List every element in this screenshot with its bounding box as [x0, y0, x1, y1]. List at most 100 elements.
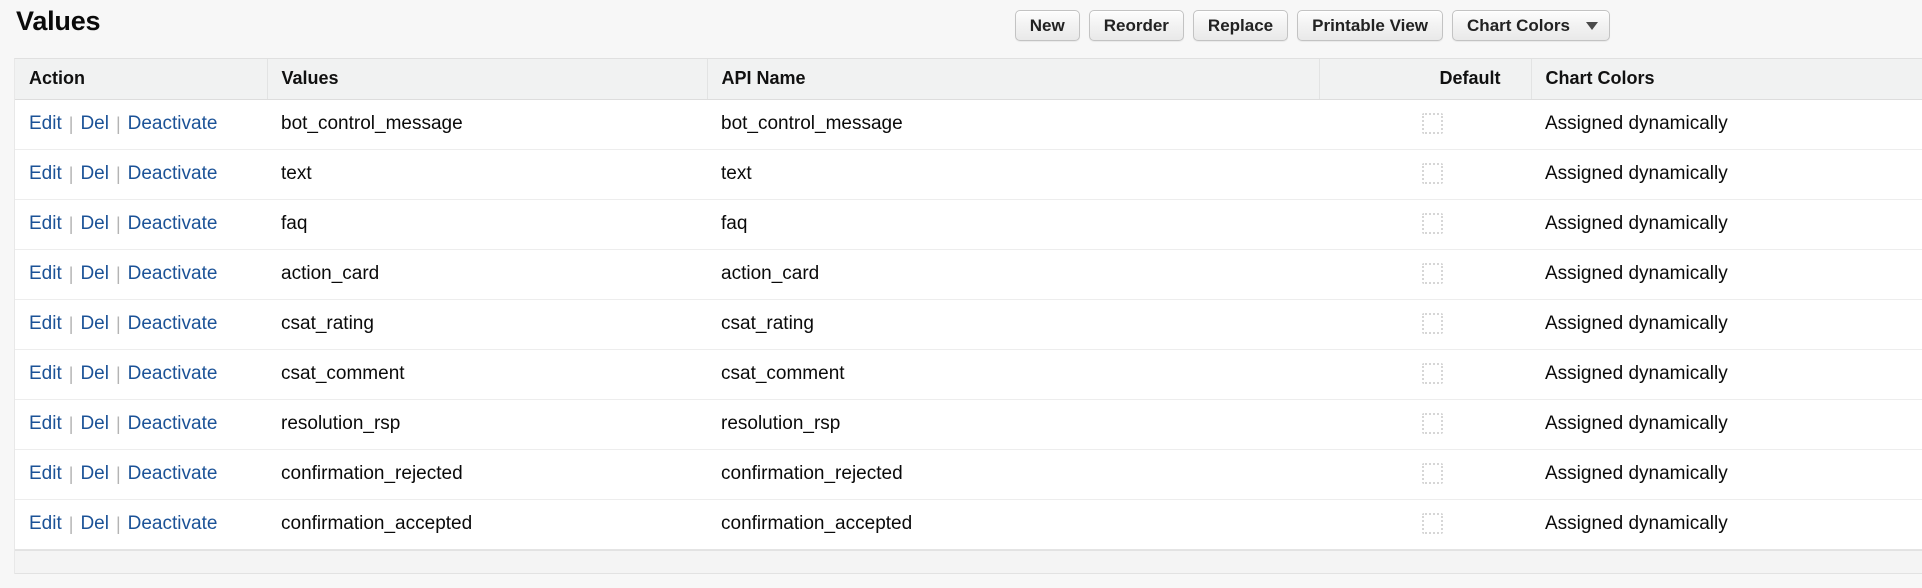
column-header-chart-colors[interactable]: Chart Colors: [1531, 59, 1922, 100]
cell-default: [1319, 399, 1531, 450]
default-checkbox: [1421, 113, 1443, 135]
edit-link[interactable]: Edit: [29, 163, 62, 184]
replace-button[interactable]: Replace: [1192, 10, 1289, 41]
column-header-action[interactable]: Action: [15, 59, 268, 100]
delete-link[interactable]: Del: [80, 363, 109, 384]
cell-chart-colors: Assigned dynamically: [1531, 299, 1922, 350]
cell-value: text: [267, 149, 707, 200]
edit-link[interactable]: Edit: [29, 513, 62, 534]
default-checkbox: [1421, 213, 1443, 235]
action-separator: |: [115, 163, 121, 184]
delete-link[interactable]: Del: [80, 413, 109, 434]
table-footer: [15, 549, 1922, 574]
deactivate-link[interactable]: Deactivate: [127, 213, 218, 234]
default-checkbox: [1421, 163, 1443, 185]
page-toolbar: New Reorder Replace Printable View Chart Col…: [1014, 10, 1610, 41]
cell-chart-colors: Assigned dynamically: [1531, 499, 1922, 550]
edit-link[interactable]: Edit: [29, 313, 62, 334]
delete-link[interactable]: Del: [80, 313, 109, 334]
edit-link[interactable]: Edit: [29, 113, 62, 134]
cell-value: action_card: [267, 249, 707, 300]
row-action-links: Edit|Del|Deactivate: [29, 313, 267, 335]
action-separator: |: [115, 213, 121, 234]
cell-api-name: csat_comment: [707, 349, 1319, 400]
row-action-links: Edit|Del|Deactivate: [29, 463, 267, 485]
printable-view-button[interactable]: Printable View: [1297, 10, 1444, 41]
delete-link[interactable]: Del: [80, 213, 109, 234]
edit-link[interactable]: Edit: [29, 463, 62, 484]
cell-default: [1319, 149, 1531, 200]
action-separator: |: [68, 113, 74, 134]
cell-action: Edit|Del|Deactivate: [15, 199, 267, 250]
delete-link[interactable]: Del: [80, 263, 109, 284]
deactivate-link[interactable]: Deactivate: [127, 113, 218, 134]
action-separator: |: [68, 363, 74, 384]
default-checkbox: [1421, 413, 1443, 435]
cell-chart-colors: Assigned dynamically: [1531, 399, 1922, 450]
delete-link[interactable]: Del: [80, 113, 109, 134]
cell-action: Edit | Del | Deactivate: [15, 349, 267, 400]
column-header-values[interactable]: Values: [267, 59, 708, 100]
deactivate-link[interactable]: Deactivate: [127, 413, 218, 434]
delete-link[interactable]: Del: [80, 463, 109, 484]
edit-link[interactable]: Edit: [29, 363, 62, 384]
cell-action: Edit|Del|Deactivate: [15, 499, 267, 550]
cell-action: Edit|Del|Deactivate: [15, 299, 267, 350]
cell-value: faq: [267, 199, 707, 250]
edit-link[interactable]: Edit: [29, 263, 62, 284]
cell-chart-colors: Assigned dynamically: [1531, 249, 1922, 300]
default-checkbox: [1421, 513, 1443, 535]
edit-link[interactable]: Edit: [29, 213, 62, 234]
cell-chart-colors: Assigned dynamically: [1531, 349, 1922, 400]
default-checkbox: [1421, 463, 1443, 485]
deactivate-link[interactable]: Deactivate: [127, 313, 218, 334]
action-separator: |: [68, 163, 74, 184]
reorder-button-label: Reorder: [1103, 15, 1169, 35]
column-header-api-name[interactable]: API Name: [707, 59, 1320, 100]
deactivate-link[interactable]: Deactivate: [127, 463, 218, 484]
action-separator: |: [115, 463, 121, 484]
replace-button-label: Replace: [1207, 15, 1274, 35]
cell-default: [1319, 349, 1531, 400]
edit-link[interactable]: Edit: [29, 413, 62, 434]
row-action-links: Edit | Del | Deactivate: [29, 163, 267, 185]
cell-action: Edit|Del|Deactivate: [15, 399, 267, 450]
cell-default: [1319, 199, 1531, 250]
cell-value: confirmation_accepted: [267, 499, 707, 550]
deactivate-link[interactable]: Deactivate: [127, 363, 218, 384]
deactivate-link[interactable]: Deactivate: [127, 263, 218, 284]
page-title: Values: [16, 6, 101, 36]
action-separator: |: [115, 513, 121, 534]
chart-colors-dropdown[interactable]: Chart Colors: [1452, 10, 1610, 41]
column-header-default[interactable]: Default: [1319, 59, 1532, 100]
new-button[interactable]: New: [1014, 10, 1080, 41]
delete-link[interactable]: Del: [80, 163, 109, 184]
chart-colors-dropdown-label: Chart Colors: [1467, 15, 1570, 35]
chevron-down-icon: [1586, 21, 1598, 30]
cell-default: [1319, 449, 1531, 500]
cell-default: [1319, 99, 1531, 150]
cell-api-name: text: [707, 149, 1319, 200]
cell-chart-colors: Assigned dynamically: [1531, 149, 1922, 200]
delete-link[interactable]: Del: [80, 513, 109, 534]
action-separator: |: [115, 113, 121, 134]
cell-value: csat_rating: [267, 299, 707, 350]
reorder-button[interactable]: Reorder: [1088, 10, 1184, 41]
action-separator: |: [115, 363, 121, 384]
cell-api-name: csat_rating: [707, 299, 1319, 350]
deactivate-link[interactable]: Deactivate: [127, 163, 218, 184]
cell-action: Edit|Del|Deactivate: [15, 249, 267, 300]
deactivate-link[interactable]: Deactivate: [127, 513, 218, 534]
action-separator: |: [68, 413, 74, 434]
row-action-links: Edit|Del|Deactivate: [29, 263, 267, 285]
